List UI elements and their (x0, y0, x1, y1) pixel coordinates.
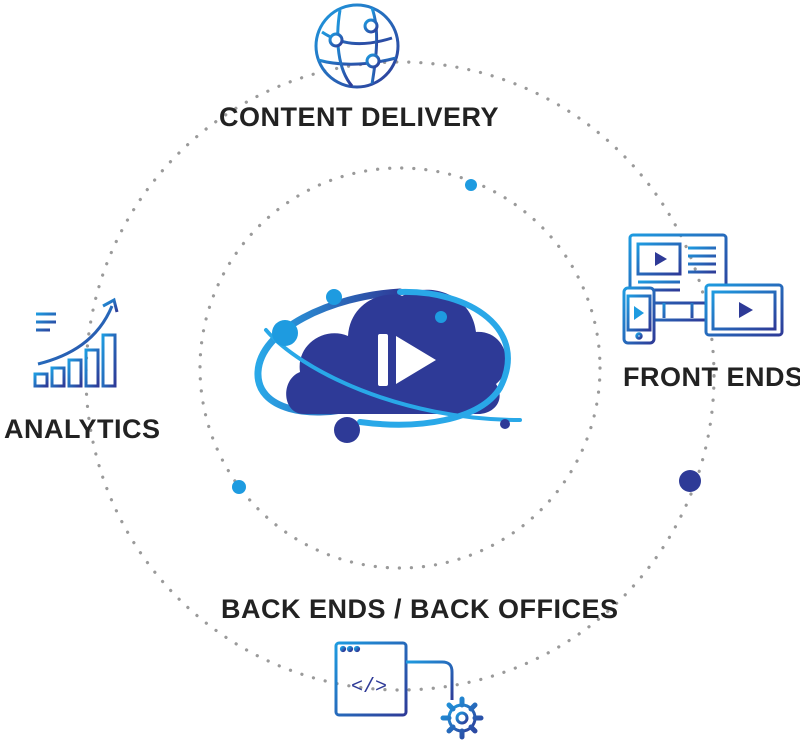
content-delivery-label: CONTENT DELIVERY (219, 102, 500, 132)
back-ends-label: BACK ENDS / BACK OFFICES (221, 594, 619, 624)
front-ends-label: FRONT ENDS (623, 362, 800, 392)
analytics-label: ANALYTICS (4, 414, 161, 444)
cloud-play-icon (254, 288, 522, 443)
code-settings-icon (325, 641, 484, 740)
orbit-dot-outer-right (679, 470, 701, 492)
orbit-dot-inner-top (465, 179, 477, 191)
orbit-dot-inner-left (232, 480, 246, 494)
globe-network-icon (314, 3, 400, 89)
growth-chart-icon (30, 297, 120, 392)
code-tag: </> (351, 676, 387, 699)
outer-orbit (84, 60, 716, 692)
inner-orbit (198, 166, 602, 570)
devices-icon (622, 233, 794, 345)
